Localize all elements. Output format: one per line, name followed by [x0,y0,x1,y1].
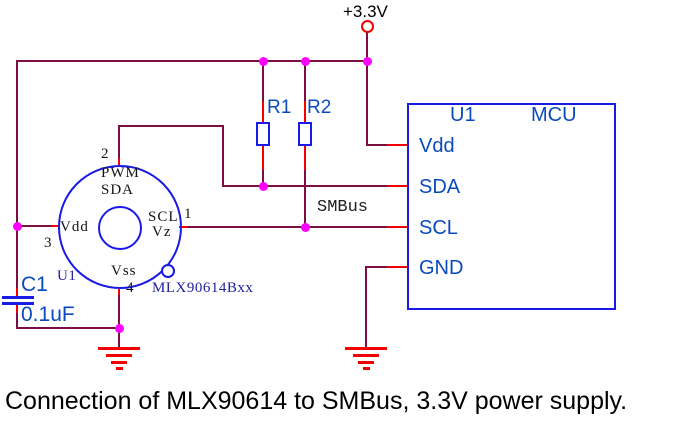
junction-dot [363,57,372,66]
wire-power-drop [366,32,368,62]
sensor-part-number: MLX90614Bxx [152,280,254,296]
sensor-pin3-stub [51,225,59,227]
caption: Connection of MLX90614 to SMBus, 3.3V po… [5,387,628,415]
junction-dot [259,57,268,66]
wire-mcu-vdd-vert [366,60,368,146]
sensor-inner-circle [98,206,142,250]
wire-r1-bottom [262,169,264,187]
wire-left-rail [16,60,18,289]
wire-r1-top [262,60,264,102]
c1-lead-top [16,288,18,297]
sensor-pin1-stub [179,226,187,228]
mcu-pin-label-scl: SCL [419,217,458,239]
resistor-r1-body [256,122,270,146]
mcu-sda-pin-stub [387,185,408,187]
sensor-pin-label-sda: SDA [101,182,135,198]
junction-dot [301,57,310,66]
bus-label: SMBus [317,198,369,217]
sensor-tab-circle [161,264,175,278]
wire-3v3-rail [16,60,370,62]
mcu-designator: U1 [450,104,476,126]
mcu-pin-label-gnd: GND [419,257,464,279]
wire-pin2-top [118,125,224,127]
sensor-pin-label-scl: SCL [148,209,179,225]
capacitor-plate-top [2,296,34,299]
wire-r2-top [304,60,306,102]
wire-vss-to-ground [118,327,120,347]
r1-lead-bottom [262,145,264,170]
wire-bottom [16,327,120,329]
resistor-r2-body [298,122,312,146]
sensor-pin2-number: 2 [101,146,109,162]
wire-mcu-vdd-horiz [366,144,388,146]
wire-mcu-gnd-vert [365,266,367,348]
junction-dot [301,223,310,232]
sensor-pin-label-vdd: Vdd [60,219,89,235]
sensor-pin4-number: 4 [126,280,134,296]
capacitor-value: 0.1uF [21,303,75,326]
mcu-name: MCU [531,104,577,126]
sensor-body-circle [58,165,182,289]
mcu-gnd-pin-stub [387,266,408,268]
resistor-r1-label: R1 [267,97,292,118]
sensor-pin-label-vss: Vss [111,263,137,279]
wire-pin2-vert [118,125,120,160]
wire-mcu-gnd-horiz [365,266,388,268]
wire-r2-bottom [304,169,306,228]
r2-lead-top [304,101,306,124]
junction-dot [13,222,22,231]
mcu-scl-pin-stub [387,226,408,228]
sensor-pin3-number: 3 [44,235,52,251]
sensor-designator: U1 [57,268,77,284]
wire-vss [118,294,120,329]
wire-cap-bottom [16,312,18,329]
mcu-box [407,103,616,310]
r1-lead-top [262,101,264,124]
sensor-pin-label-vz: Vz [152,224,172,240]
mcu-pin-label-vdd: Vdd [419,135,455,157]
power-net-label: +3.3V [343,2,388,21]
capacitor-plate-bottom [2,302,34,305]
sensor-pin-label-pwm: PWM [101,165,140,181]
wire-pin2-drop [222,125,224,187]
mcu-pin-label-sda: SDA [419,176,461,198]
wire-sensor-vdd [17,225,51,227]
junction-dot [115,324,124,333]
mcu-vdd-pin-stub [387,144,408,146]
c1-lead-bottom [16,305,18,313]
resistor-r2-label: R2 [307,97,332,118]
sensor-pin2-stub [118,158,120,167]
capacitor-designator: C1 [21,273,48,296]
r2-lead-bottom [304,145,306,170]
sensor-pin4-stub [118,287,120,295]
wire-scl [186,226,388,228]
sensor-pin1-number: 1 [184,206,192,222]
power-terminal-icon [361,20,374,33]
junction-dot [259,182,268,191]
